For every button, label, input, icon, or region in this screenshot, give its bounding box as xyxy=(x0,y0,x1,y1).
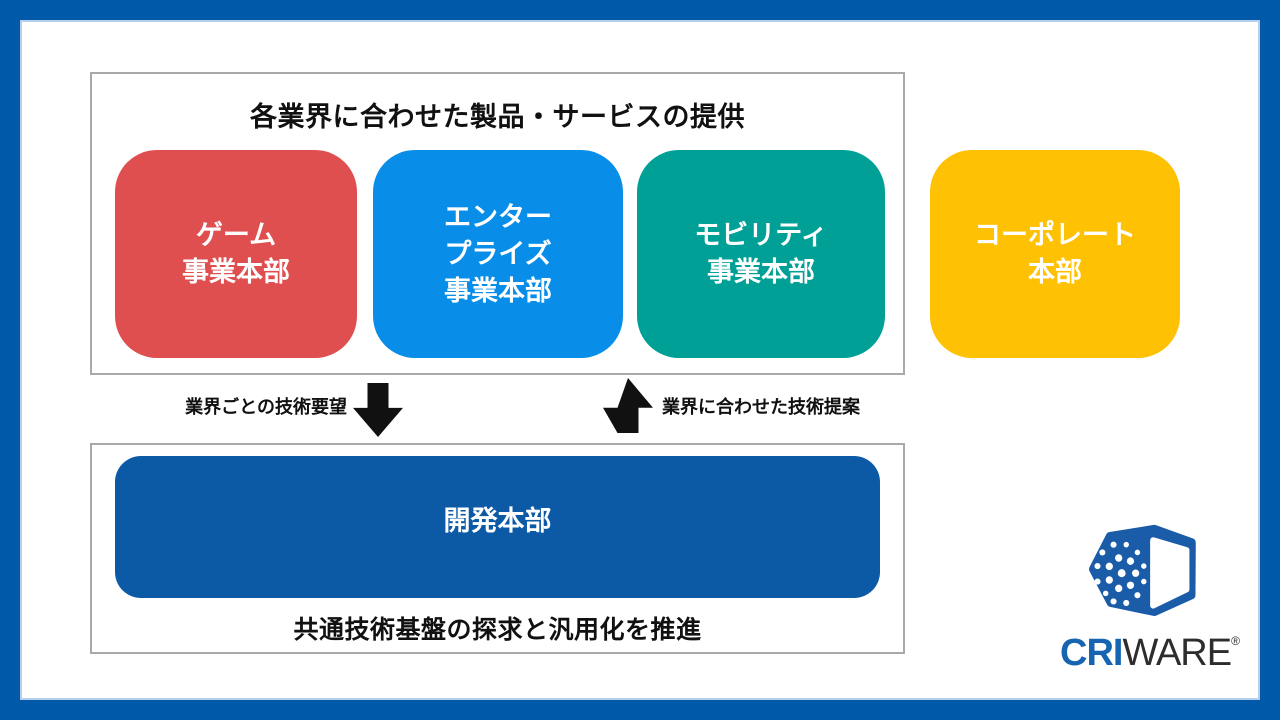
enterprise-division-label-line3: 事業本部 xyxy=(444,275,552,306)
tech-proposal-label: 業界に合わせた技術提案 xyxy=(662,397,860,417)
enterprise-division-label-line2: プライズ xyxy=(444,238,552,269)
enterprise-division-label-line1: エンター xyxy=(444,201,552,232)
criware-logo-icon xyxy=(1089,524,1196,617)
up-arrow-icon xyxy=(603,378,653,433)
criware-wordmark-ware: WARE xyxy=(1122,632,1233,674)
corporate-division-label-line2: 本部 xyxy=(1028,257,1082,287)
enterprise-division-box: エンター プライズ 事業本部 xyxy=(373,150,623,358)
corporate-division-label-line1: コーポレート xyxy=(974,220,1136,250)
tech-request-label: 業界ごとの技術要望 xyxy=(185,397,347,417)
development-division-label: 開発本部 xyxy=(443,505,552,536)
mobility-division-box: モビリティ 事業本部 xyxy=(637,150,885,358)
mobility-division-label-line1: モビリティ xyxy=(694,220,828,250)
mobility-division-label-line2: 事業本部 xyxy=(707,257,815,287)
registered-trademark-symbol: ® xyxy=(1231,634,1240,648)
development-caption: 共通技術基盤の探求と汎用化を推進 xyxy=(293,616,702,644)
development-division-box: 開発本部 xyxy=(115,456,880,598)
game-division-box: ゲーム 事業本部 xyxy=(115,150,357,358)
top-panel-title: 各業界に合わせた製品・サービスの提供 xyxy=(250,102,745,132)
game-division-label-line1: ゲーム xyxy=(195,220,277,250)
corporate-division-box: コーポレート 本部 xyxy=(930,150,1180,358)
criware-wordmark-cri: CRI xyxy=(1060,632,1123,674)
criware-wordmark: CRIWARE® xyxy=(1046,632,1254,675)
game-division-label-line2: 事業本部 xyxy=(182,257,290,287)
down-arrow-icon xyxy=(353,383,403,437)
